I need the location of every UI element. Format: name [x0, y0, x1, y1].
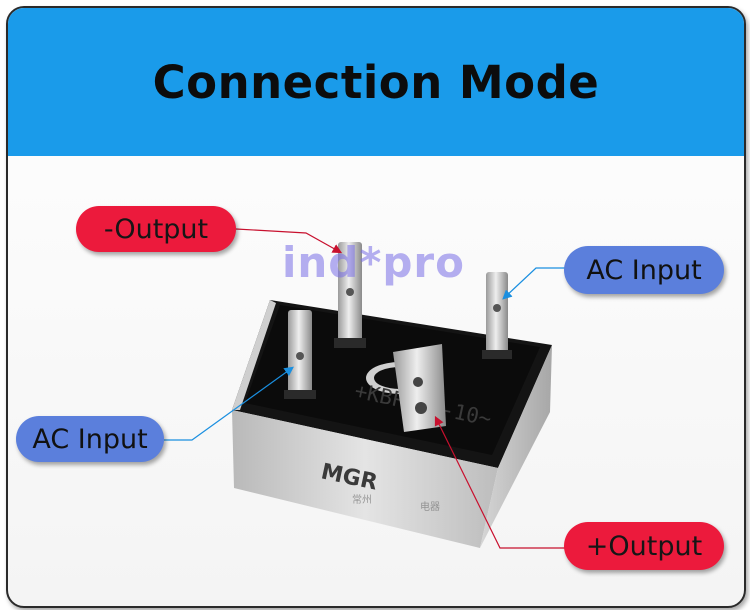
terminal-neg-output — [334, 242, 366, 348]
ac-input-left-label: AC Input — [16, 416, 164, 462]
rectifier-body — [232, 300, 552, 548]
ac-input-right-label: AC Input — [564, 246, 724, 294]
maker-marking: 常州 — [352, 493, 372, 506]
terminal-pos-output — [393, 344, 446, 432]
page-title: Connection Mode — [152, 55, 600, 109]
pos-output-label: +Output — [564, 522, 724, 570]
terminal-ac-right — [482, 272, 512, 359]
title-banner: Connection Mode — [8, 8, 744, 156]
neg-output-label: -Output — [76, 206, 236, 252]
terminal-ac-left — [284, 310, 316, 399]
leader-ac-left — [164, 366, 294, 441]
leader-neg-output — [235, 228, 343, 254]
watermark: ind*pro — [282, 238, 465, 287]
maker-suffix-marking: 电器 — [420, 500, 440, 513]
leader-pos-output — [434, 415, 566, 549]
leader-ac-right — [502, 267, 566, 300]
